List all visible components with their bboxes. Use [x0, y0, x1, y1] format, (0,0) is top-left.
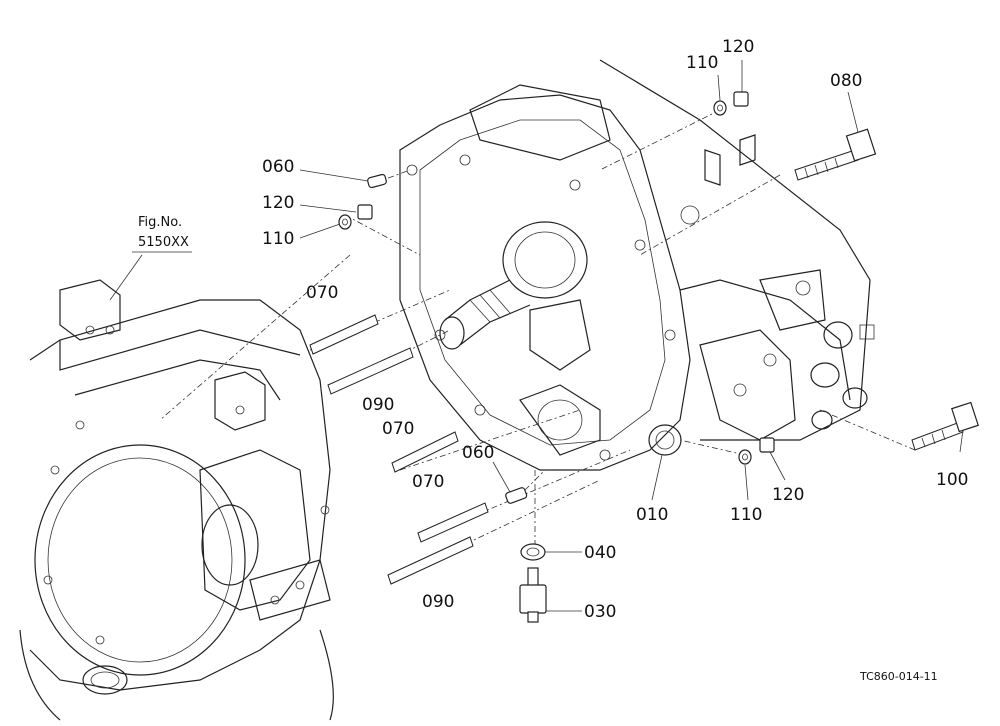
- callout-070-c: 070: [412, 472, 444, 492]
- callout-120-right: 120: [772, 485, 804, 505]
- callout-120-top: 120: [722, 37, 754, 57]
- callout-060-bottom: 060: [462, 443, 494, 463]
- callout-090-b: 090: [422, 592, 454, 612]
- callout-060-top: 060: [262, 157, 294, 177]
- drawing-code: TC860-014-11: [859, 670, 938, 683]
- part-100-bolt: [911, 401, 979, 451]
- reference-housing: [19, 279, 334, 721]
- figure-reference: Fig.No. 5150XX: [138, 215, 189, 250]
- part-080-bolt: [794, 128, 877, 181]
- alignment-lines: [159, 109, 916, 581]
- callout-100: 100: [936, 470, 968, 490]
- main-housing: [399, 59, 875, 471]
- part-washers-nuts: [338, 91, 775, 465]
- callout-110-right: 110: [730, 505, 762, 525]
- callout-030: 030: [584, 602, 616, 622]
- callout-110-top: 110: [686, 53, 718, 73]
- leader-lines: [109, 60, 964, 612]
- callout-010: 010: [636, 505, 668, 525]
- callout-labels: 120 110 080 060 120 110 070 090 070 060 …: [262, 37, 968, 622]
- part-040-oring: [520, 543, 546, 561]
- part-060-pin-bottom: [505, 487, 528, 504]
- studs-070-090: [309, 314, 489, 585]
- callout-110-left: 110: [262, 229, 294, 249]
- figure-reference-label: Fig.No.: [138, 215, 182, 230]
- callout-080: 080: [830, 71, 862, 91]
- callout-040: 040: [584, 543, 616, 563]
- figure-reference-number: 5150XX: [138, 235, 189, 250]
- callout-070-b: 070: [382, 419, 414, 439]
- callout-090-a: 090: [362, 395, 394, 415]
- part-030-switch: [519, 567, 547, 623]
- callout-120-left: 120: [262, 193, 294, 213]
- callout-070-a: 070: [306, 283, 338, 303]
- part-060-pin-top: [367, 173, 387, 189]
